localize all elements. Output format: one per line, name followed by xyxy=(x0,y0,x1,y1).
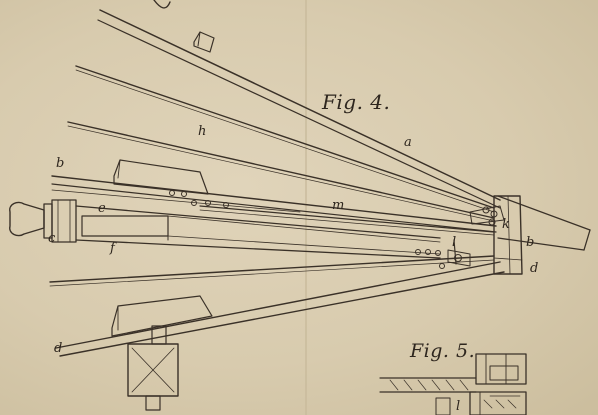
curl-remnant xyxy=(153,0,171,9)
label-f: f xyxy=(110,241,115,256)
rod-upper xyxy=(75,65,495,209)
label-l: l xyxy=(452,235,457,250)
label-k: k xyxy=(502,217,510,232)
bar-d xyxy=(55,261,505,411)
label-b-left: b xyxy=(56,156,65,171)
label-d-right: d xyxy=(530,261,539,276)
label-d-bottom: d xyxy=(54,341,63,356)
label-c: c xyxy=(48,231,56,246)
fig4-title: Fig. 4. xyxy=(322,90,391,114)
rod-h xyxy=(67,121,495,219)
rod-m xyxy=(199,205,495,233)
fig5-title: Fig. 5. xyxy=(410,340,476,362)
label-a: a xyxy=(404,135,412,150)
fig5-drawing xyxy=(379,353,527,415)
label-h: h xyxy=(198,124,207,139)
handle-cef xyxy=(9,199,441,259)
label-b-right: b xyxy=(526,235,535,250)
pivot-fitting xyxy=(415,195,523,275)
label-m: m xyxy=(332,198,345,213)
rod-lower xyxy=(49,255,495,283)
label-e: e xyxy=(98,201,106,216)
bar-b xyxy=(51,159,497,233)
label-l-fig5: l xyxy=(456,399,461,414)
bar-right-extension xyxy=(497,195,591,251)
bar-a xyxy=(97,9,501,209)
